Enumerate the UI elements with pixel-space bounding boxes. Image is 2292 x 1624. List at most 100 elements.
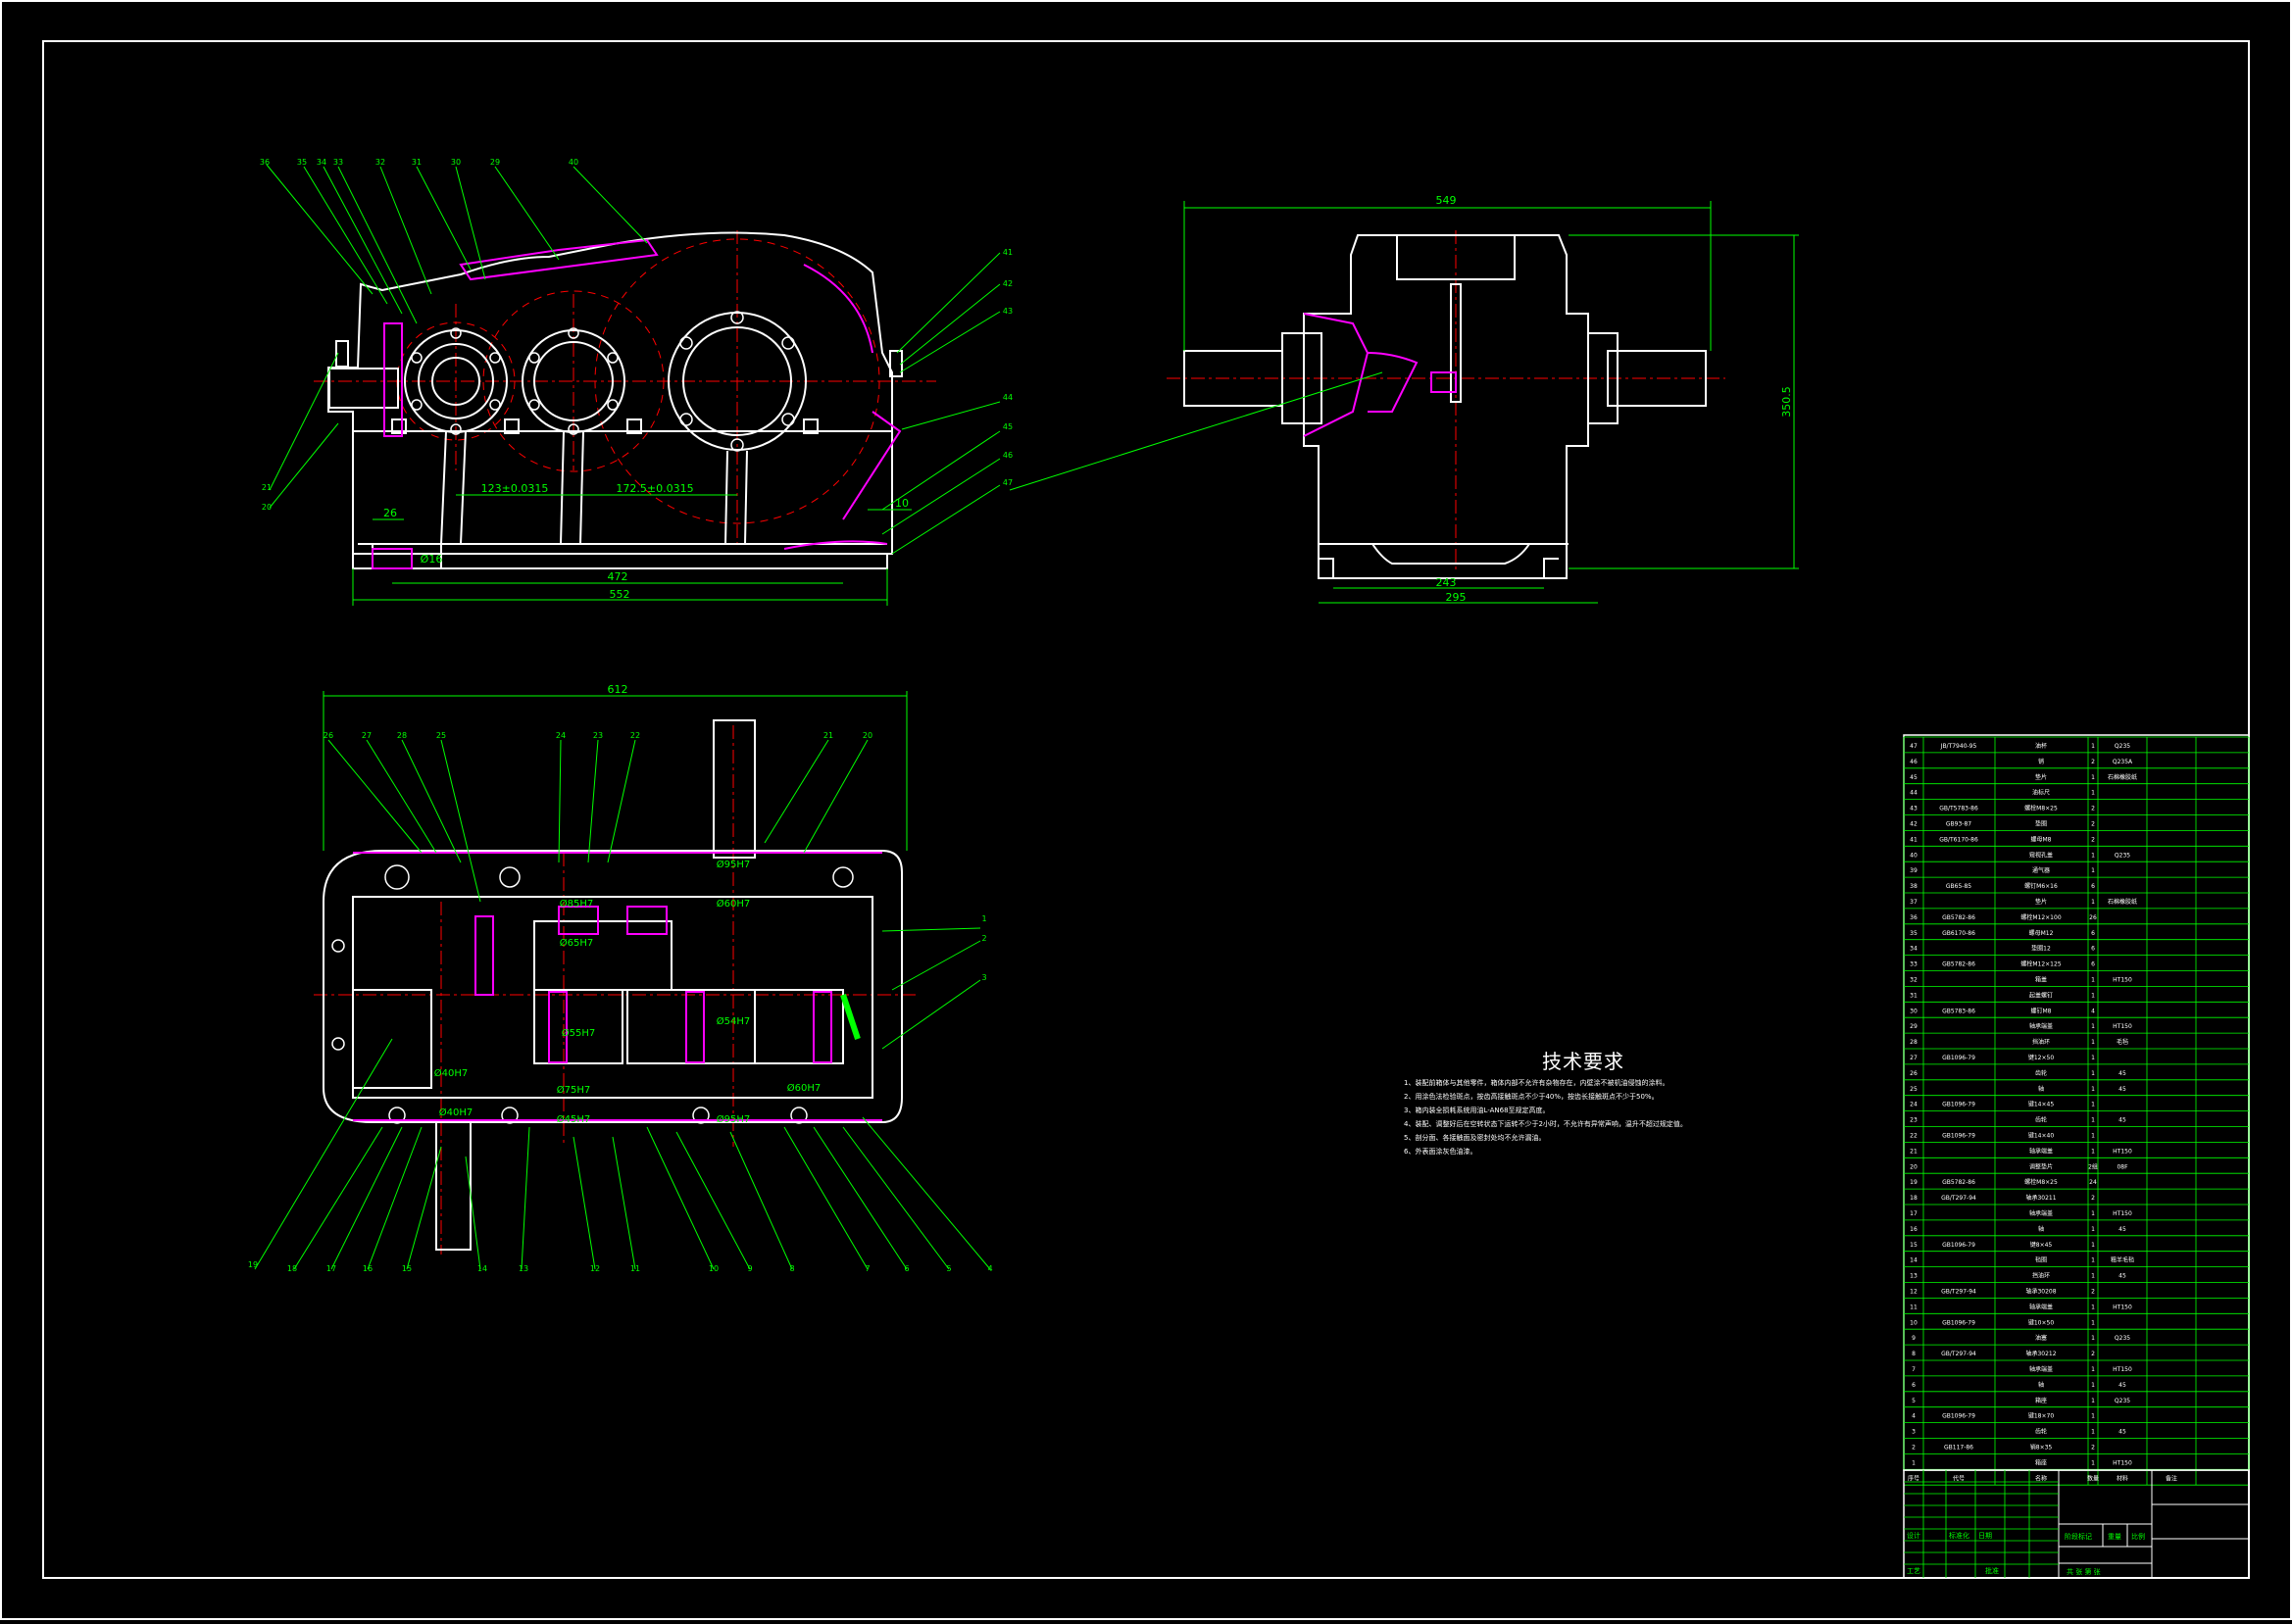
part-code: GB1096-79 <box>1942 1055 1975 1061</box>
side-view: 549 350.5 243 295 <box>1009 194 1799 604</box>
part-name: 轴 <box>2038 1381 2044 1389</box>
part-material: HT150 <box>2113 1304 2132 1310</box>
front-balloon-top: 33 <box>333 158 343 167</box>
part-no: 10 <box>1910 1319 1918 1326</box>
top-balloon-top: 26 <box>324 731 333 740</box>
part-name: 螺栓M12×125 <box>2020 960 2061 968</box>
part-name: 轴承30208 <box>2025 1288 2056 1296</box>
part-no: 15 <box>1910 1242 1918 1249</box>
part-no: 30 <box>1910 1008 1918 1014</box>
part-name: 挡油环 <box>2032 1038 2050 1046</box>
part-no: 11 <box>1910 1304 1918 1310</box>
front-balloon-right: 47 <box>1003 478 1013 487</box>
header-code: 代号 <box>1953 1474 1965 1482</box>
top-balloon-right: 3 <box>981 973 986 982</box>
top-fit: Ø60H7 <box>787 1082 821 1094</box>
part-no: 43 <box>1910 806 1918 812</box>
tech-note: 3、箱内装全损耗系统用油L-AN68至规定高度。 <box>1404 1107 1550 1114</box>
part-no: 4 <box>1912 1413 1916 1420</box>
part-name: 挡油环 <box>2032 1272 2050 1280</box>
part-qty: 1 <box>2091 1366 2095 1373</box>
top-balloon-bottom: 8 <box>789 1264 794 1273</box>
part-name: 轴承端盖 <box>2029 1303 2053 1310</box>
front-dim-center-2: 172.5±0.0315 <box>616 482 693 495</box>
tech-note: 2、用涂色法检验斑点，按齿高接触斑点不少于40%，按齿长接触斑点不少于50%。 <box>1404 1093 1659 1101</box>
part-code: GB1096-79 <box>1942 1413 1975 1420</box>
part-name: 螺母M12 <box>2029 929 2054 937</box>
side-dim-width: 549 <box>1436 194 1457 207</box>
top-balloon-bottom: 13 <box>519 1264 528 1273</box>
top-balloon-bottom: 15 <box>402 1264 412 1273</box>
front-balloon-right: 42 <box>1003 279 1013 288</box>
part-material: HT150 <box>2113 1366 2132 1373</box>
part-qty: 2 <box>2091 1195 2095 1202</box>
part-material: HT150 <box>2113 1023 2132 1030</box>
top-balloon-bottom: 11 <box>630 1264 640 1273</box>
front-balloon-right: 45 <box>1003 422 1013 431</box>
front-balloon-top: 40 <box>569 158 578 167</box>
part-no: 20 <box>1910 1163 1918 1170</box>
part-no: 9 <box>1912 1335 1916 1342</box>
part-name: 垫片 <box>2035 773 2047 781</box>
part-name: 毡圈 <box>2035 1256 2047 1264</box>
tb-process: 工艺 <box>1907 1567 1920 1575</box>
part-name: 螺栓M8×25 <box>2024 1178 2058 1186</box>
part-no: 23 <box>1910 1117 1918 1124</box>
top-dim-overall: 612 <box>608 683 628 696</box>
part-no: 46 <box>1910 759 1918 765</box>
tech-requirements-title: 技术要求 <box>1542 1050 1624 1073</box>
part-code: GB/T5783-86 <box>1939 806 1978 812</box>
top-balloon-top: 25 <box>436 731 446 740</box>
front-balloon-right: 46 <box>1003 451 1013 460</box>
part-name: 箱座 <box>2035 1458 2047 1466</box>
part-material: Q235A <box>2113 759 2133 765</box>
top-balloon-bottom: 4 <box>987 1264 992 1273</box>
front-balloon-top: 35 <box>297 158 307 167</box>
front-balloon-right: 43 <box>1003 307 1013 316</box>
top-fit: Ø40H7 <box>439 1107 473 1118</box>
part-material: 粗羊毛毡 <box>2111 1256 2134 1264</box>
tb-sheets: 共 张 第 张 <box>2067 1567 2101 1576</box>
top-balloon-top: 21 <box>823 731 833 740</box>
top-balloon-top: 27 <box>362 731 372 740</box>
part-qty: 1 <box>2091 867 2095 874</box>
front-balloon-top: 30 <box>451 158 461 167</box>
front-dim-gauge: 10 <box>895 497 909 510</box>
part-qty: 1 <box>2091 852 2095 859</box>
part-qty: 6 <box>2091 961 2095 968</box>
part-name: 螺钉M8 <box>2031 1007 2052 1014</box>
part-name: 起盖螺钉 <box>2029 991 2053 999</box>
part-no: 8 <box>1912 1351 1916 1357</box>
part-code: JB/T7940-95 <box>1940 743 1977 750</box>
top-fit: Ø55H7 <box>562 1027 595 1039</box>
top-balloon-top: 20 <box>863 731 872 740</box>
part-name: 销 <box>2038 758 2044 765</box>
part-material: Q235 <box>2115 1335 2130 1342</box>
part-material: HT150 <box>2113 1210 2132 1217</box>
part-code: GB/T297-94 <box>1941 1289 1976 1296</box>
top-balloon-bottom: 18 <box>287 1264 297 1273</box>
front-view: 36 35 34 33 32 31 30 29 40 21 20 41 42 4… <box>260 158 1013 606</box>
part-qty: 1 <box>2091 790 2095 797</box>
part-qty: 1 <box>2091 899 2095 906</box>
side-dim-base-outer: 295 <box>1446 591 1467 604</box>
part-qty: 1 <box>2091 1242 2095 1249</box>
part-qty: 1 <box>2091 1086 2095 1093</box>
part-qty: 1 <box>2091 1039 2095 1046</box>
tech-note: 4、装配、调整好后在空转状态下运转不少于2小时，不允许有异常声响，温升不超过规定… <box>1404 1120 1687 1128</box>
part-code: GB/T6170-86 <box>1939 836 1978 843</box>
part-no: 24 <box>1910 1102 1918 1108</box>
part-no: 2 <box>1912 1445 1916 1452</box>
part-name: 齿轮 <box>2035 1428 2047 1436</box>
part-qty: 6 <box>2091 930 2095 937</box>
part-no: 1 <box>1912 1459 1916 1466</box>
top-fit: Ø65H7 <box>560 937 593 949</box>
part-name: 垫片 <box>2035 898 2047 906</box>
part-no: 16 <box>1910 1226 1918 1233</box>
part-name: 键18×70 <box>2028 1412 2054 1420</box>
part-name: 轴承端盖 <box>2029 1365 2053 1373</box>
top-balloon-right: 2 <box>981 934 986 943</box>
part-name: 螺栓M8×25 <box>2024 805 2058 812</box>
top-balloon-top: 24 <box>556 731 566 740</box>
front-dim-bolt: Ø16 <box>421 553 443 566</box>
